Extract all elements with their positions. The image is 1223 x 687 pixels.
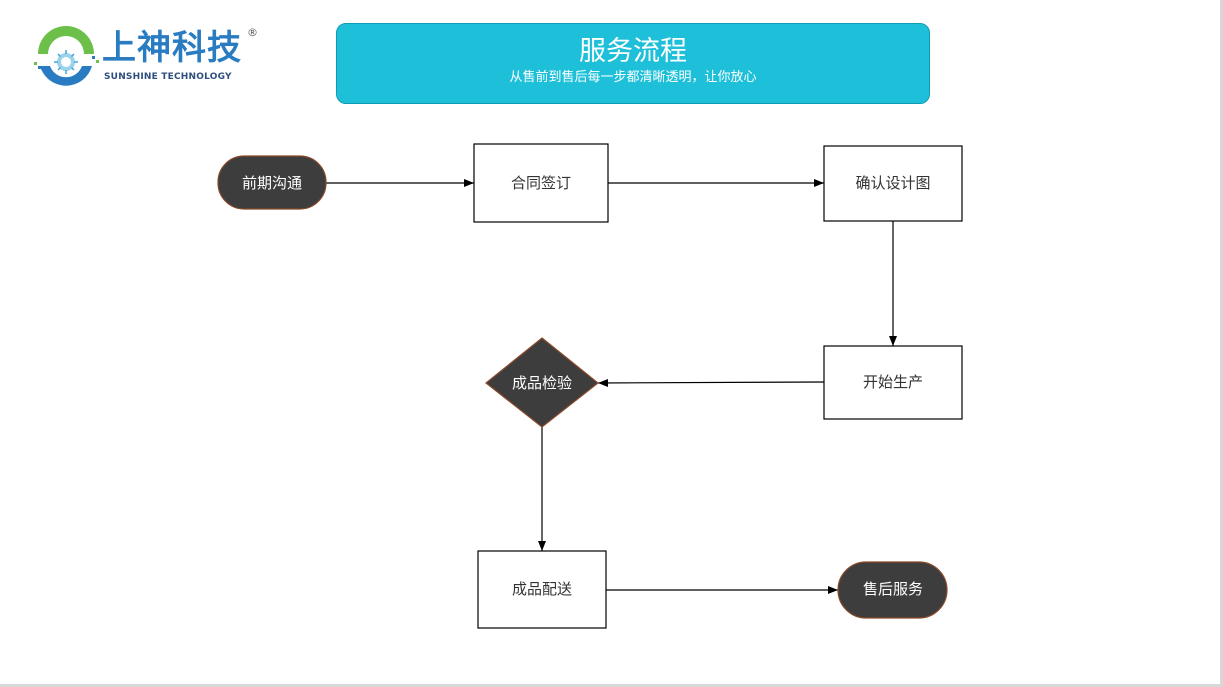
node-contract-signing: 合同签订 [473,143,609,223]
registered-mark: ® [247,26,258,39]
node-confirm-design: 确认设计图 [823,145,963,222]
edge-4-5 [597,378,825,387]
logo-english-name: SUNSHINE TECHNOLOGY [104,72,232,82]
node-label: 前期沟通 [242,174,302,192]
node-initial-communication: 前期沟通 [217,155,327,210]
node-product-delivery: 成品配送 [477,550,607,629]
node-start-production: 开始生产 [823,345,963,420]
company-logo: 上神科技 ® SUNSHINE TECHNOLOGY [32,26,272,98]
page-border-right [1220,0,1223,687]
node-product-inspection: 成品检验 [485,337,599,428]
title-banner: 服务流程 从售前到售后每一步都清晰透明，让你放心 [336,23,930,104]
node-label: 合同签订 [511,174,571,192]
node-after-sales-service: 售后服务 [837,561,948,619]
sunshine-logo-icon [34,26,99,86]
node-label: 开始生产 [863,373,923,391]
page-subtitle: 从售前到售后每一步都清晰透明，让你放心 [509,70,757,85]
logo-chinese-name: 上神科技 [102,28,242,68]
page-title: 服务流程 [579,36,687,67]
page-border-bottom [0,684,1223,687]
node-label: 成品配送 [512,580,572,598]
node-label: 售后服务 [863,580,923,598]
node-label: 确认设计图 [855,174,930,192]
node-label: 成品检验 [512,374,572,392]
